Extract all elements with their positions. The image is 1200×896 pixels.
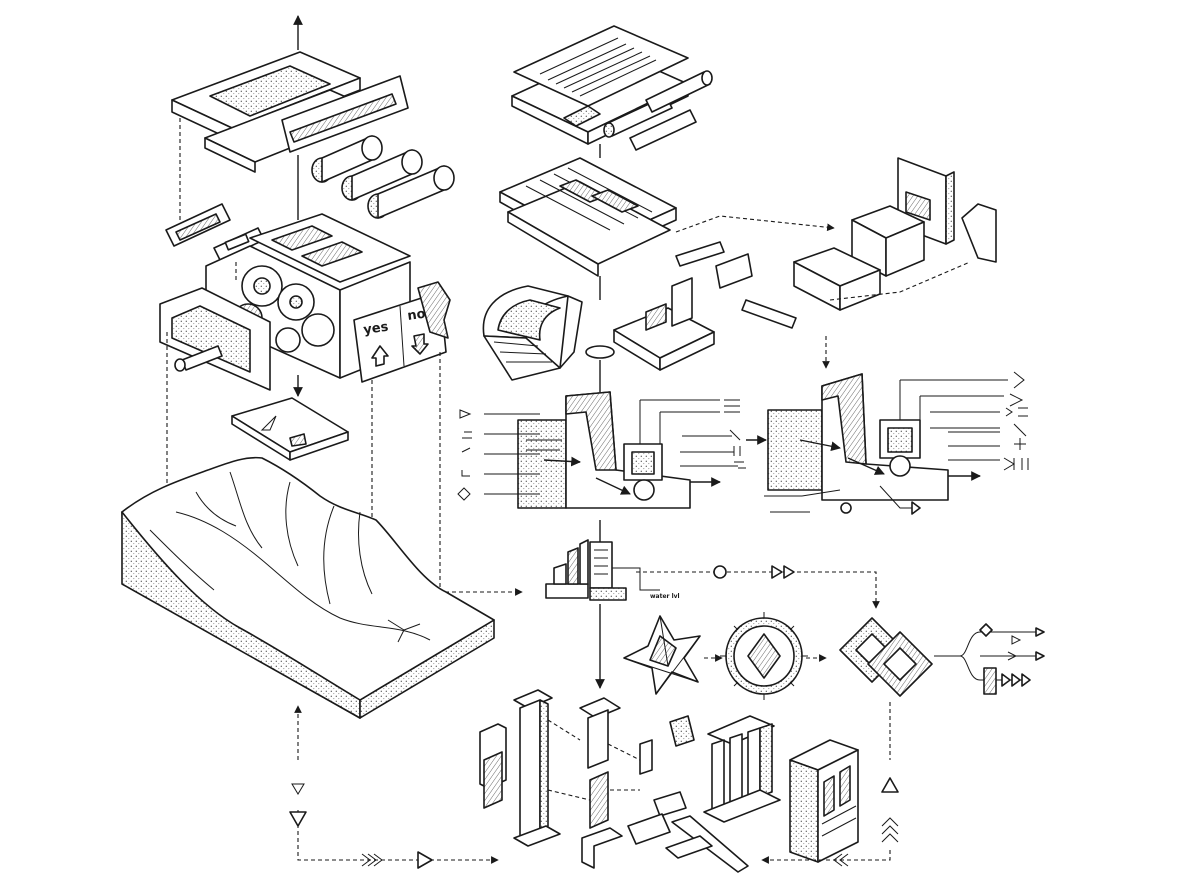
cut-tile [231, 375, 349, 461]
roller-set [311, 135, 455, 219]
ballot-card: yes no [353, 291, 447, 383]
triple-triangle-icon [1001, 673, 1031, 687]
valve-symbol-icon [457, 409, 472, 501]
front-panel-crank [159, 287, 271, 391]
branch-outputs [934, 623, 1045, 695]
water-level-label: water lvl [650, 593, 680, 600]
triangle-icon-right [911, 501, 921, 515]
yes-label: yes [362, 320, 389, 338]
gear-ring [720, 612, 808, 700]
connector-drop [179, 118, 299, 230]
dam-cross-section-left [457, 391, 746, 509]
electrical-symbol-icon [724, 399, 746, 469]
document-rollers [603, 70, 713, 151]
interlocked-frames [839, 617, 933, 697]
chevron-right-icon [361, 853, 383, 867]
piano-keyboard [499, 157, 677, 277]
colonnade [703, 715, 781, 823]
water-level-gauge: water lvl [545, 539, 880, 609]
triangle-down-icon [289, 811, 307, 827]
circuit-symbol-icon [1003, 371, 1029, 471]
down-arrow-icon [411, 333, 429, 355]
diamond-node-icon [979, 623, 993, 637]
double-triangle-icon [771, 565, 795, 579]
middle-to-right-link [675, 215, 835, 329]
triangle-right-icon [417, 851, 433, 869]
node-circle-icon [713, 565, 727, 579]
return-loop-right [761, 702, 899, 867]
chevron-left-icon [833, 853, 849, 867]
side-panel-small [165, 203, 265, 261]
no-label: no [406, 307, 426, 324]
arched-wall [789, 739, 859, 863]
triangle-marker-icon [291, 783, 305, 795]
exploded-top-plates [171, 51, 409, 173]
up-arrow-icon [371, 345, 389, 367]
column-ruins [479, 689, 749, 873]
terrain-block [121, 456, 495, 719]
broken-shard [417, 281, 451, 339]
bottom-left-loop [289, 705, 499, 869]
chevron-up-icon [881, 817, 899, 843]
amphitheater [482, 285, 615, 381]
triangle-up-icon [881, 777, 899, 793]
office-desk [793, 157, 997, 311]
star-polyhedron [623, 615, 701, 695]
stage-platform [613, 277, 715, 371]
dam-cross-section-right [764, 336, 1029, 515]
